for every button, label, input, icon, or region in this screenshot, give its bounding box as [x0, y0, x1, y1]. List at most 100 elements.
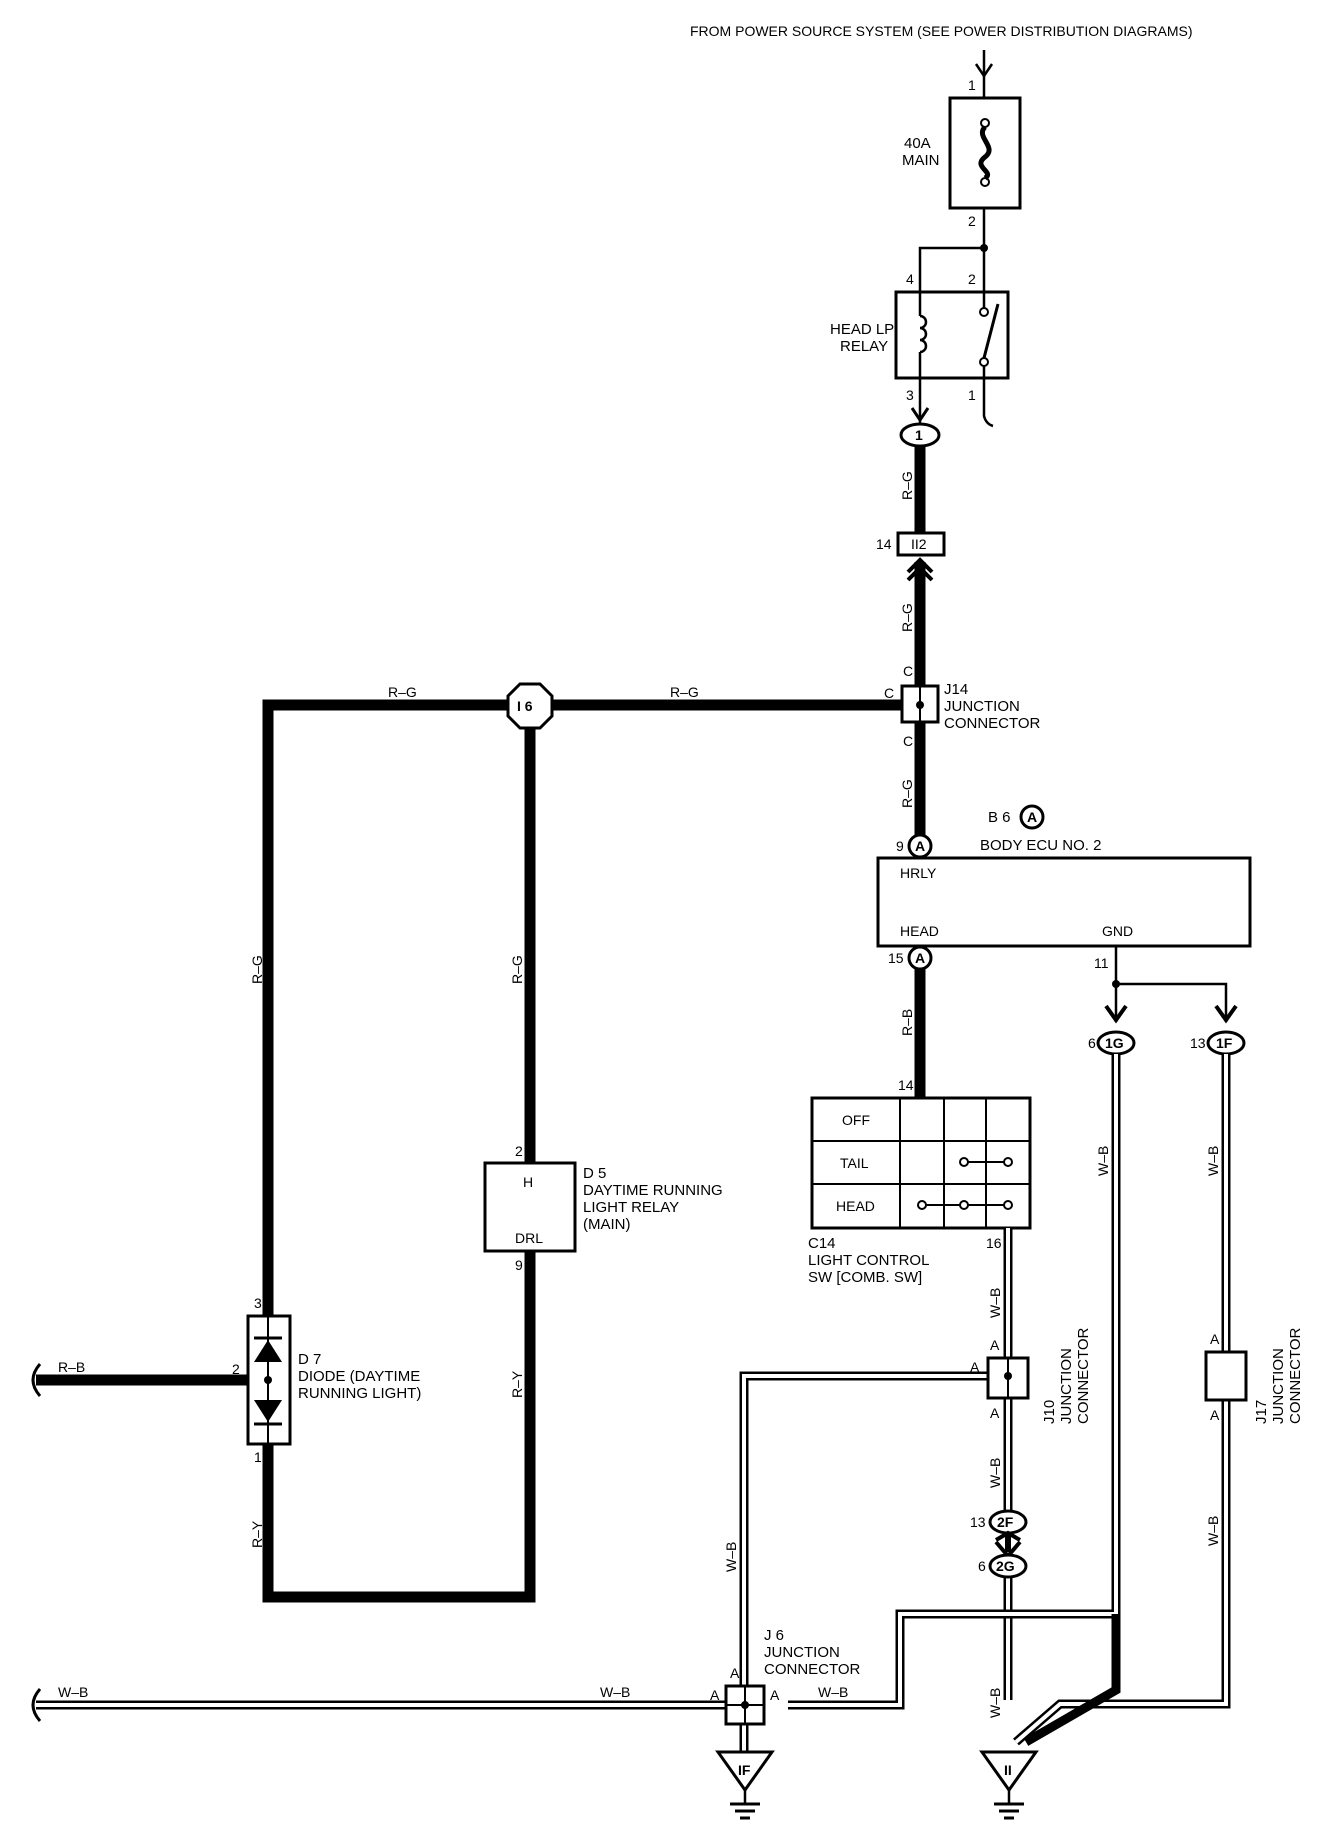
- wire-wb-10: W–B: [818, 1684, 848, 1700]
- relay-pin-2: 2: [968, 271, 976, 287]
- body-ecu-no2: [876, 856, 1252, 948]
- wire-end-rb-icon: [31, 1363, 42, 1397]
- d7-pin-2: 2: [232, 1361, 240, 1377]
- j10-id: J10: [1041, 1400, 1058, 1424]
- wire-rg-5: R–G: [899, 779, 915, 808]
- switch-label-2: SW [COMB. SW]: [808, 1269, 922, 1286]
- d5-pin-2: 2: [515, 1143, 523, 1159]
- j14-pin-c-left: C: [884, 685, 894, 701]
- d7-label-2: RUNNING LIGHT): [298, 1385, 421, 1402]
- wire-wb-4: W–B: [723, 1542, 739, 1572]
- wire-wb-5: W–B: [1095, 1146, 1111, 1176]
- ground-ii-label: II: [1004, 1762, 1012, 1778]
- ecu-connector-a-top: [907, 833, 933, 859]
- d7-pin-1: 1: [254, 1449, 262, 1465]
- rg-trunk: [262, 446, 926, 1316]
- switch-row-head: HEAD: [836, 1198, 875, 1214]
- connector-2g-pin: 6: [978, 1558, 986, 1574]
- relay-label-2: RELAY: [840, 338, 888, 355]
- ecu-ref: B 6: [988, 809, 1011, 826]
- wire-rg-4: R–G: [388, 684, 417, 700]
- j14-pin-c-bottom: C: [903, 733, 913, 749]
- wire-wb-8: W–B: [58, 1684, 88, 1700]
- ecu-pin-9: 9: [896, 838, 904, 854]
- relay-pin-4: 4: [906, 271, 914, 287]
- wire-rg-3: R–G: [670, 684, 699, 700]
- j14-id: J14: [944, 681, 968, 698]
- relay-coil-icon: [919, 314, 928, 354]
- ground-if-label: IF: [738, 1762, 751, 1778]
- d5-drl-relay: [483, 1161, 577, 1253]
- wire-wb-3: W–B: [987, 1688, 1003, 1718]
- j10-pin-a-bottom: A: [990, 1405, 1000, 1421]
- connector-i6: [506, 682, 554, 730]
- j6-label-2: CONNECTOR: [764, 1661, 861, 1678]
- wire-wb-1: W–B: [987, 1288, 1003, 1318]
- ground-if: [715, 1750, 775, 1820]
- ecu-ref-tag: [1019, 804, 1045, 830]
- switch-row-tail: TAIL: [840, 1155, 869, 1171]
- d5-label-2: LIGHT RELAY: [583, 1199, 679, 1216]
- fuse-pin-bottom: 2: [968, 213, 976, 229]
- ecu-hrly: HRLY: [900, 865, 937, 881]
- switch-label-1: LIGHT CONTROL: [808, 1252, 929, 1269]
- ecu-head: HEAD: [900, 923, 939, 939]
- j17-id: J17: [1253, 1400, 1270, 1424]
- d5-label-3: (MAIN): [583, 1216, 631, 1233]
- connector-i6-label: I 6: [517, 698, 533, 714]
- wire-wb-2: W–B: [987, 1458, 1003, 1488]
- connector-2f-pin: 13: [970, 1514, 986, 1530]
- j14-junction-connector: [900, 684, 940, 724]
- switch-pin-14: 14: [898, 1077, 914, 1093]
- j10-pin-a-top: A: [990, 1337, 1000, 1353]
- d5-drl: DRL: [515, 1230, 543, 1246]
- j6-label-1: JUNCTION: [764, 1644, 840, 1661]
- connector-ii2-pin: 14: [876, 536, 892, 552]
- ground-ii: [979, 1750, 1039, 1820]
- d7-label-1: DIODE (DAYTIME: [298, 1368, 420, 1385]
- j6-pin-a-top: A: [730, 1665, 740, 1681]
- switch-id: C14: [808, 1235, 836, 1252]
- connector-1g-pin: 6: [1088, 1035, 1096, 1051]
- head-lp-relay: [894, 246, 1010, 428]
- d5-h: H: [523, 1174, 533, 1190]
- wire-ry-1: R–Y: [509, 1370, 525, 1398]
- fuse-icon: [978, 125, 992, 181]
- switch-row-off: OFF: [842, 1112, 870, 1128]
- relay-label-1: HEAD LP: [830, 321, 894, 338]
- relay-pin-1: 1: [968, 387, 976, 403]
- j10-label-2: CONNECTOR: [1075, 1327, 1092, 1424]
- wire-wb-9: W–B: [600, 1684, 630, 1700]
- connector-1-label: 1: [915, 427, 923, 443]
- j17-pin-a-bottom: A: [1210, 1407, 1220, 1423]
- wire-rg-2: R–G: [899, 603, 915, 632]
- j6-junction-connector: [724, 1684, 766, 1726]
- d5-label-1: DAYTIME RUNNING: [583, 1182, 723, 1199]
- ecu-pin-15: 15: [888, 950, 904, 966]
- wb-harness: [36, 1054, 1231, 1752]
- connector-2g: [988, 1553, 1028, 1579]
- ecu-name: BODY ECU NO. 2: [980, 837, 1101, 854]
- d5-id: D 5: [583, 1165, 606, 1182]
- ecu-gnd-branch: [1104, 946, 1238, 1024]
- ecu-ref-tag-label: A: [1027, 809, 1037, 825]
- wire-rg-7: R–G: [509, 955, 525, 984]
- d7-pin-3: 3: [254, 1295, 262, 1311]
- wire-wb-6: W–B: [1205, 1146, 1221, 1176]
- connector-ii2-label: II2: [911, 536, 927, 552]
- wire-ry-2: R–Y: [249, 1520, 265, 1548]
- connector-2g-label: 2G: [996, 1558, 1015, 1574]
- ecu-a-bottom-label: A: [915, 950, 925, 966]
- ecu-gnd: GND: [1102, 923, 1133, 939]
- switch-pin-16: 16: [986, 1235, 1002, 1251]
- relay-pin-3: 3: [906, 387, 914, 403]
- connector-1g-label: 1G: [1105, 1035, 1124, 1051]
- j17-pin-a-top: A: [1210, 1331, 1220, 1347]
- d7-id: D 7: [298, 1351, 321, 1368]
- fuse-40a-main: [948, 50, 1022, 252]
- d7-diode: [246, 1314, 292, 1446]
- j6-id: J 6: [764, 1627, 784, 1644]
- wire-end-wb-icon: [31, 1688, 42, 1722]
- wire-rb-1: R–B: [899, 1009, 915, 1036]
